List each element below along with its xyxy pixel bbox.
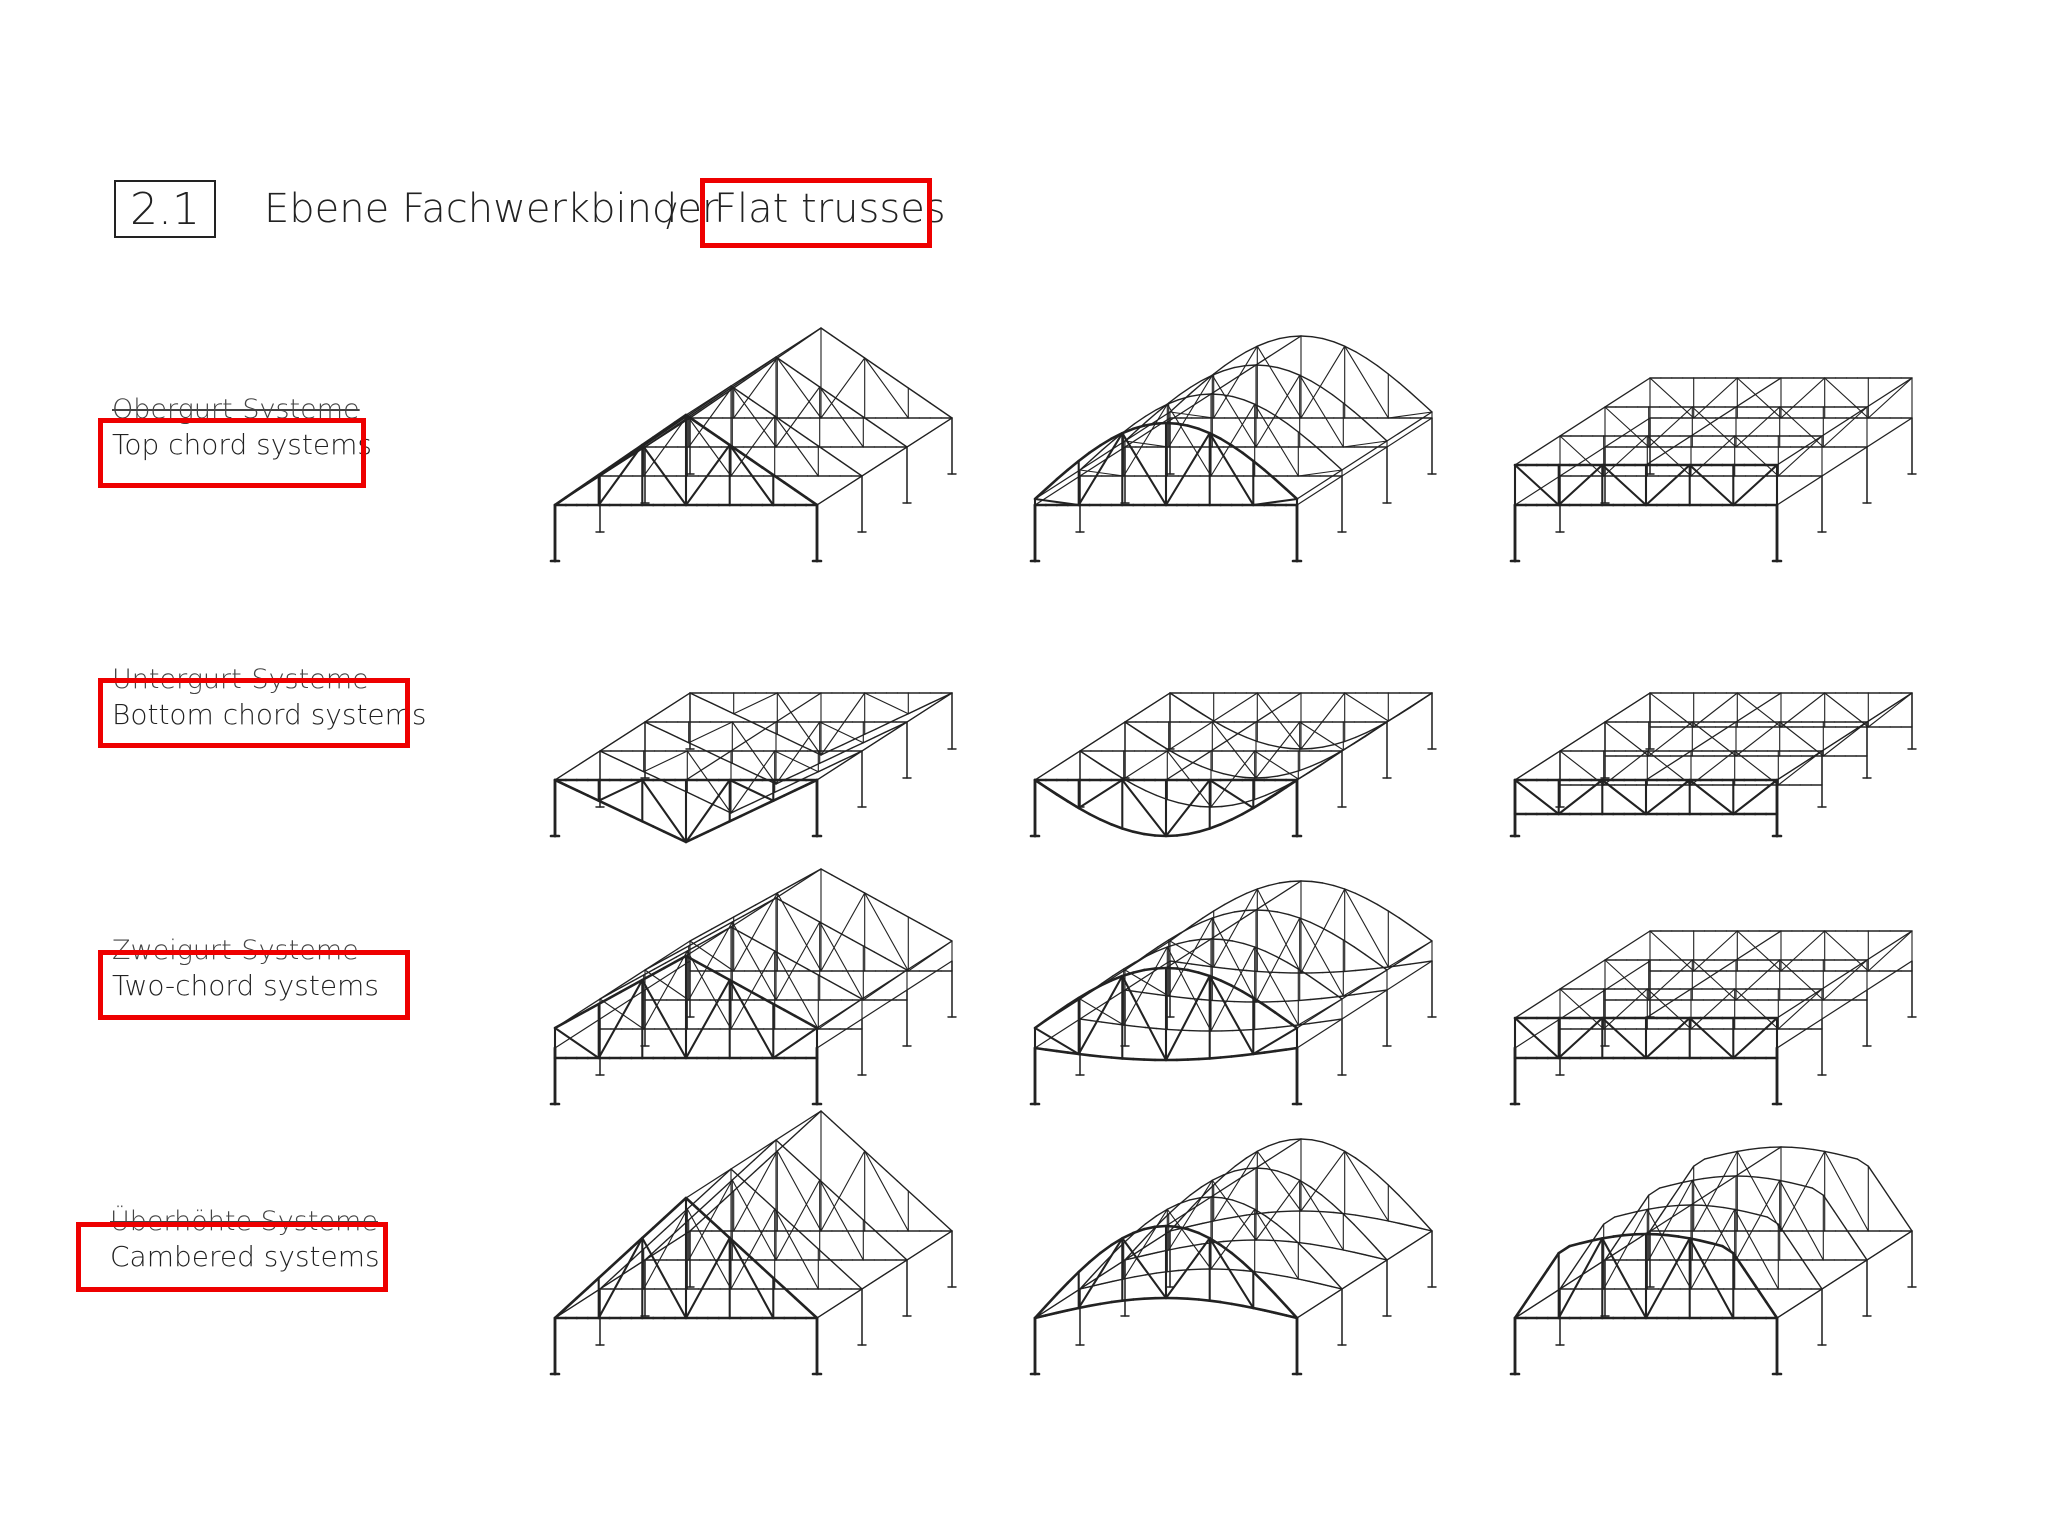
highlight-box-top-chord xyxy=(98,418,366,488)
truss-sketch xyxy=(1029,692,1437,838)
truss-sketch xyxy=(549,1110,957,1376)
section-number-box: 2.1 xyxy=(114,180,216,238)
truss-sketch xyxy=(1029,880,1437,1106)
row-label-german: Überhöhte Systeme xyxy=(110,1206,378,1237)
truss-sketch xyxy=(1509,1146,1917,1376)
truss-sketch xyxy=(549,327,957,563)
truss-sketch xyxy=(1029,335,1437,563)
truss-sketch xyxy=(549,692,957,844)
highlight-box-cambered xyxy=(76,1222,388,1292)
row-label-english: Top chord systems xyxy=(112,428,372,461)
highlight-box-title xyxy=(700,178,932,248)
title-german: Ebene Fachwerkbinder xyxy=(264,186,719,232)
truss-sketch xyxy=(1509,930,1917,1106)
title-separator: / xyxy=(666,196,677,234)
row-label-english: Two-chord systems xyxy=(112,969,379,1002)
truss-sketch xyxy=(1029,1138,1437,1376)
truss-sketch xyxy=(1509,692,1917,838)
truss-sketch xyxy=(1509,377,1917,563)
truss-sketch xyxy=(549,868,957,1106)
row-label-english: Bottom chord systems xyxy=(112,698,427,731)
highlight-box-bottom-chord xyxy=(98,678,410,748)
section-number: 2.1 xyxy=(130,183,200,235)
title-english: Flat trusses xyxy=(714,186,946,232)
row-label-english: Cambered systems xyxy=(110,1240,380,1273)
highlight-box-two-chord xyxy=(98,950,410,1020)
